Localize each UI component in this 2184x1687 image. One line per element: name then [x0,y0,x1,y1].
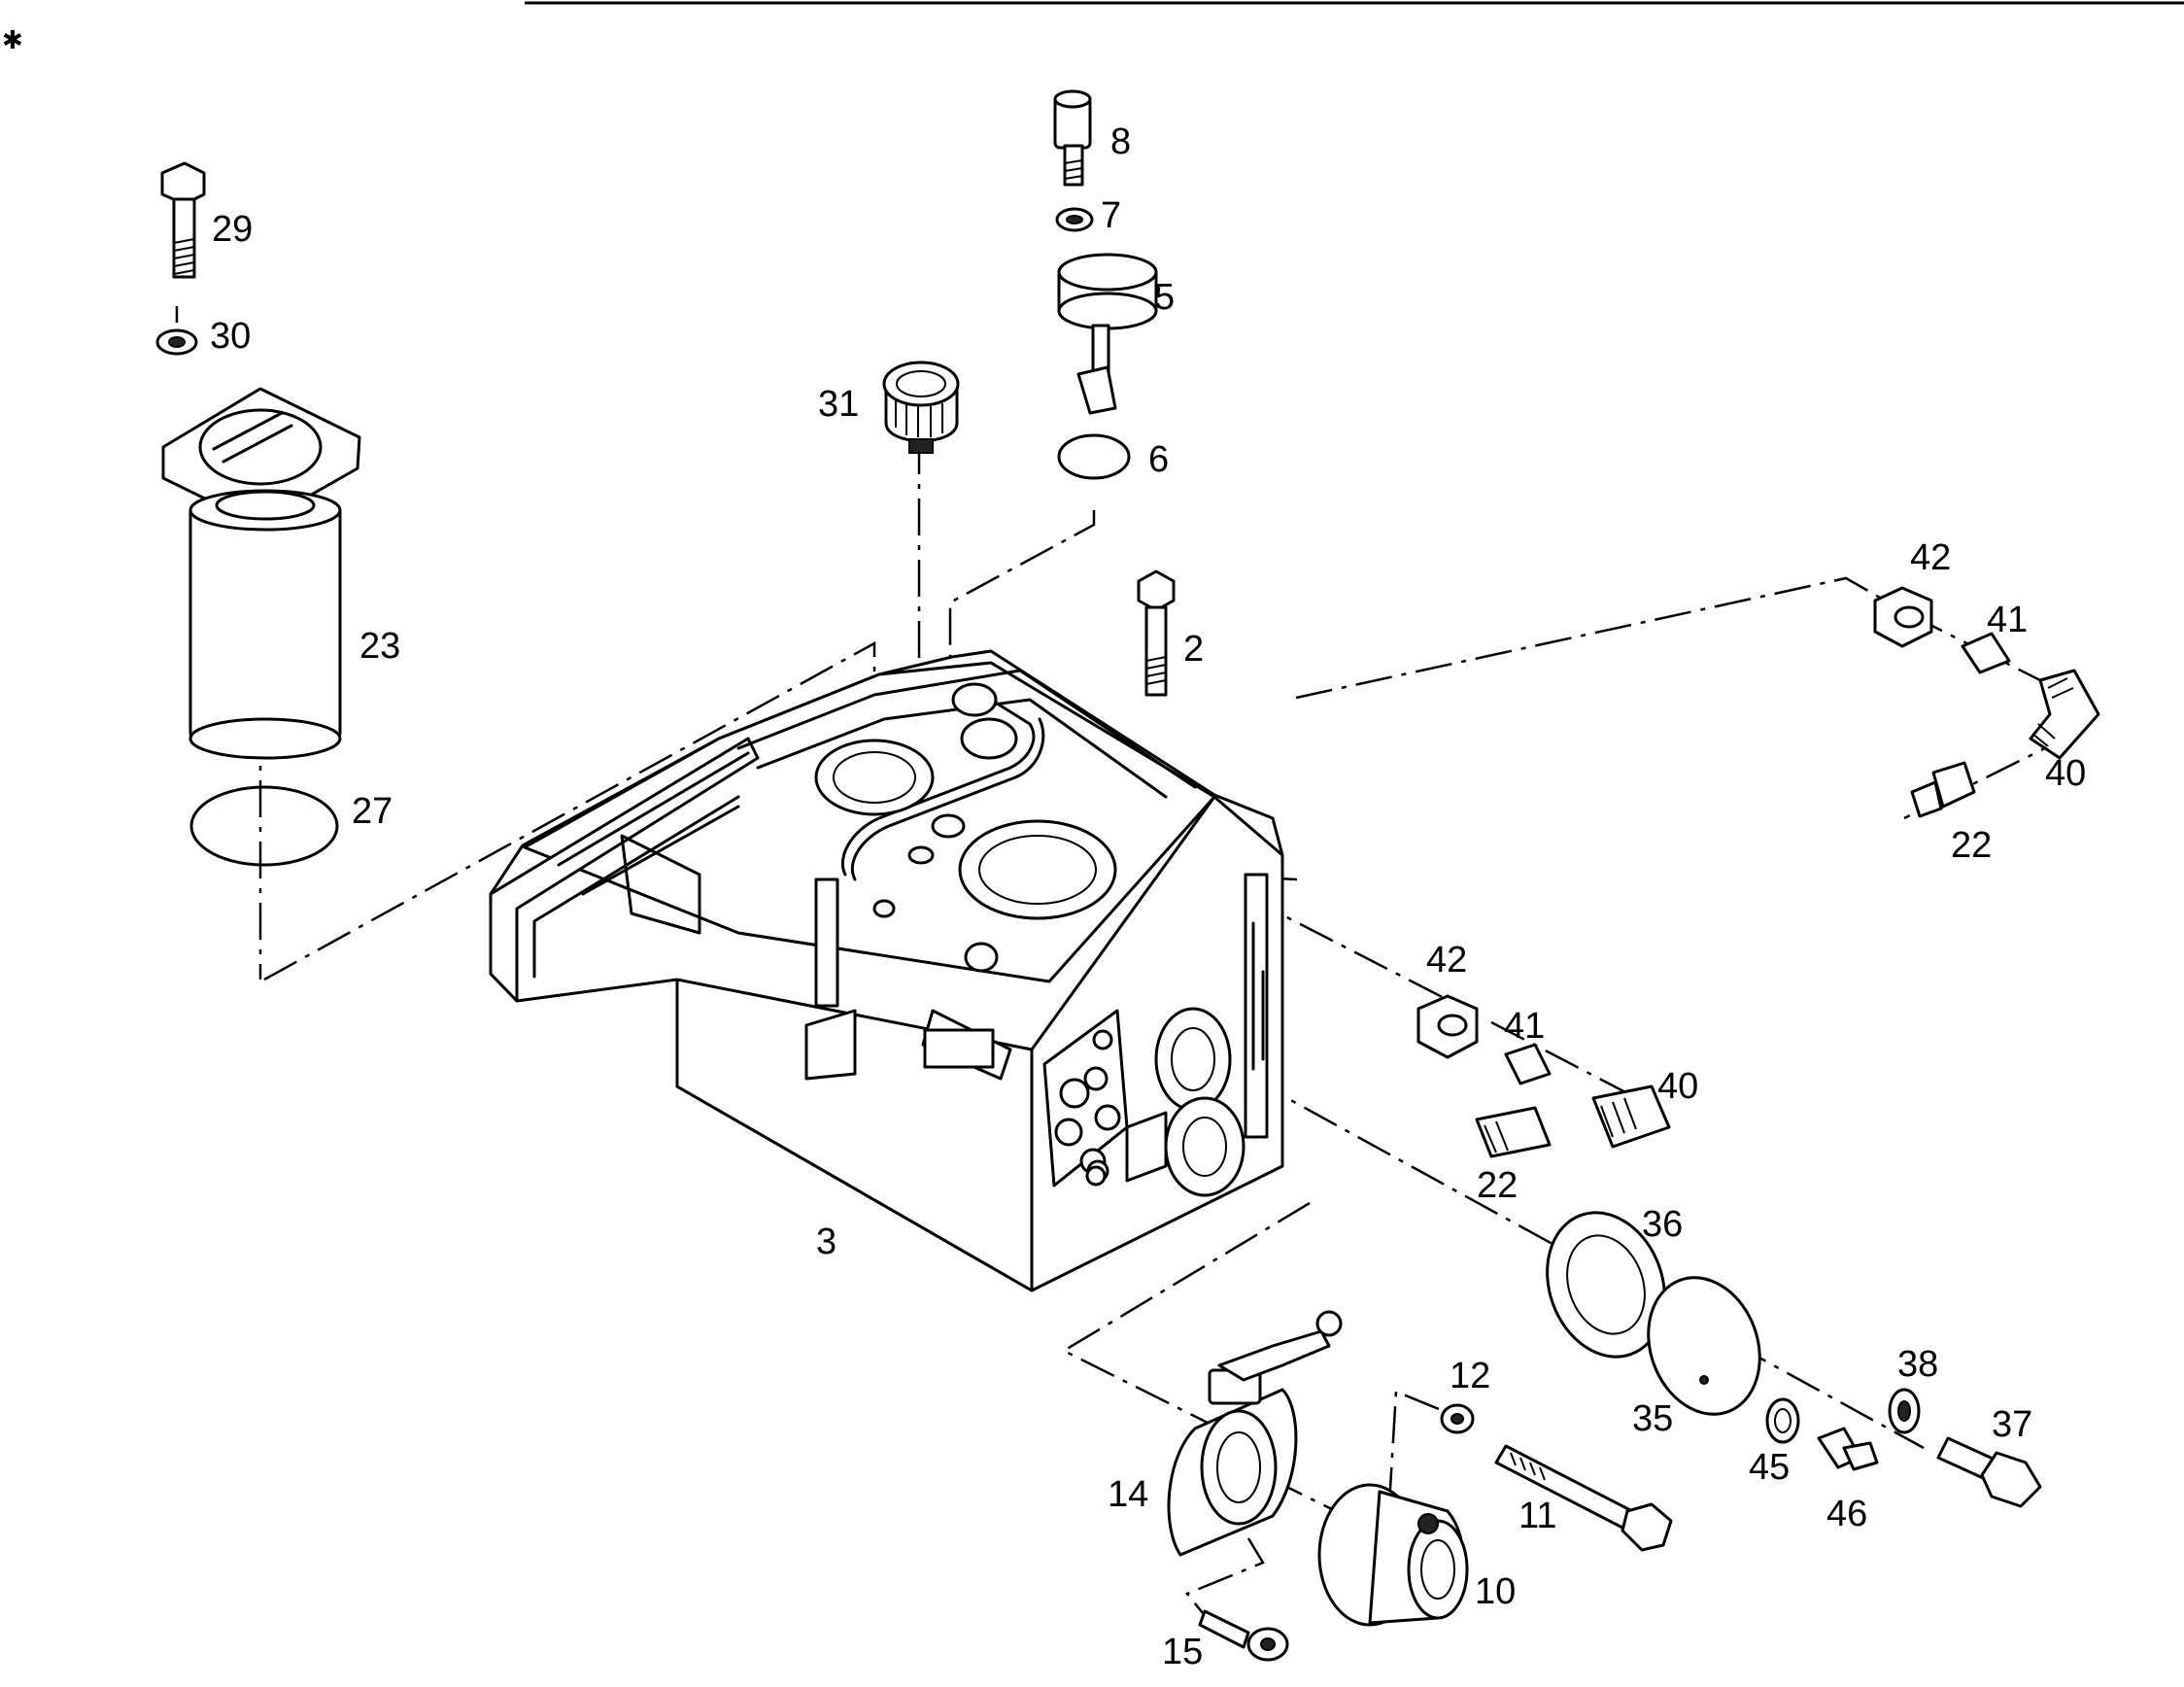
part-5-dipstick [1057,253,1158,415]
callout-40-upper: 40 [2045,753,2086,794]
callout-37: 37 [1992,1404,2032,1445]
callout-46: 46 [1826,1494,1867,1534]
callout-2: 2 [1183,629,1204,670]
part-22-union-lower [1475,1106,1552,1158]
callout-45: 45 [1749,1447,1790,1488]
callout-38: 38 [1897,1344,1938,1385]
callout-6: 6 [1148,439,1169,480]
callout-15: 15 [1162,1632,1203,1672]
part-38-washer [1888,1388,1921,1434]
callout-35: 35 [1632,1398,1673,1439]
part-6-o-ring [1057,433,1131,480]
callout-41-lower: 41 [1504,1006,1545,1047]
part-23-filter [161,387,361,760]
callout-22-lower: 22 [1477,1165,1518,1206]
part-22-union-upper [1910,761,1976,818]
corner-mark: ✱ [2,25,23,54]
part-41-sleeve-lower [1504,1043,1552,1085]
part-12-washer [1440,1403,1475,1434]
part-8-socket-bolt [1053,89,1092,187]
part-36-flange [1546,1211,1666,1359]
part-27-o-ring [189,785,339,867]
callout-12: 12 [1450,1356,1490,1396]
callout-14: 14 [1108,1474,1148,1515]
callout-23: 23 [359,626,400,667]
callout-29: 29 [212,209,253,250]
callout-40-lower: 40 [1657,1066,1698,1107]
part-30-washer [155,328,198,356]
callout-8: 8 [1110,121,1131,162]
part-35-cover-plate [1647,1276,1761,1416]
gearbox-housing [489,649,1284,1292]
part-29-hex-bolt [160,161,206,279]
callout-5: 5 [1154,277,1175,318]
part-10-adapter [1317,1483,1469,1627]
callout-42-lower: 42 [1426,940,1467,981]
part-31-breather-cap [882,361,960,454]
callout-42-upper: 42 [1910,537,1951,578]
part-15-socket-bolt [1198,1609,1289,1662]
callout-30: 30 [210,316,251,357]
part-40-elbow-upper [2029,669,2100,760]
part-11-long-bolt [1494,1444,1673,1552]
callout-11: 11 [1519,1496,1556,1536]
callout-41-upper: 41 [1987,600,2028,640]
part-42-nut-upper [1873,586,1933,648]
callout-7: 7 [1101,195,1121,236]
part-40-elbow-lower [1591,1084,1671,1149]
part-42-nut-lower [1416,994,1479,1059]
callout-labels: 29 30 23 27 8 7 5 31 6 2 3 42 41 40 22 4… [210,121,2086,1672]
callout-31: 31 [818,384,859,425]
part-37-bolt [1936,1436,2042,1508]
part-45-washer [1765,1397,1800,1444]
part-14-butterfly-valve [1167,1310,1343,1557]
callout-3: 3 [816,1222,836,1262]
part-7-washer [1055,207,1094,232]
callout-36: 36 [1642,1204,1683,1245]
part-41-sleeve-upper [1961,632,2011,674]
callout-10: 10 [1475,1571,1516,1612]
part-2-long-bolt [1137,569,1176,697]
part-46-plug [1817,1427,1879,1471]
callout-27: 27 [352,791,392,832]
callout-22-upper: 22 [1951,825,1992,866]
